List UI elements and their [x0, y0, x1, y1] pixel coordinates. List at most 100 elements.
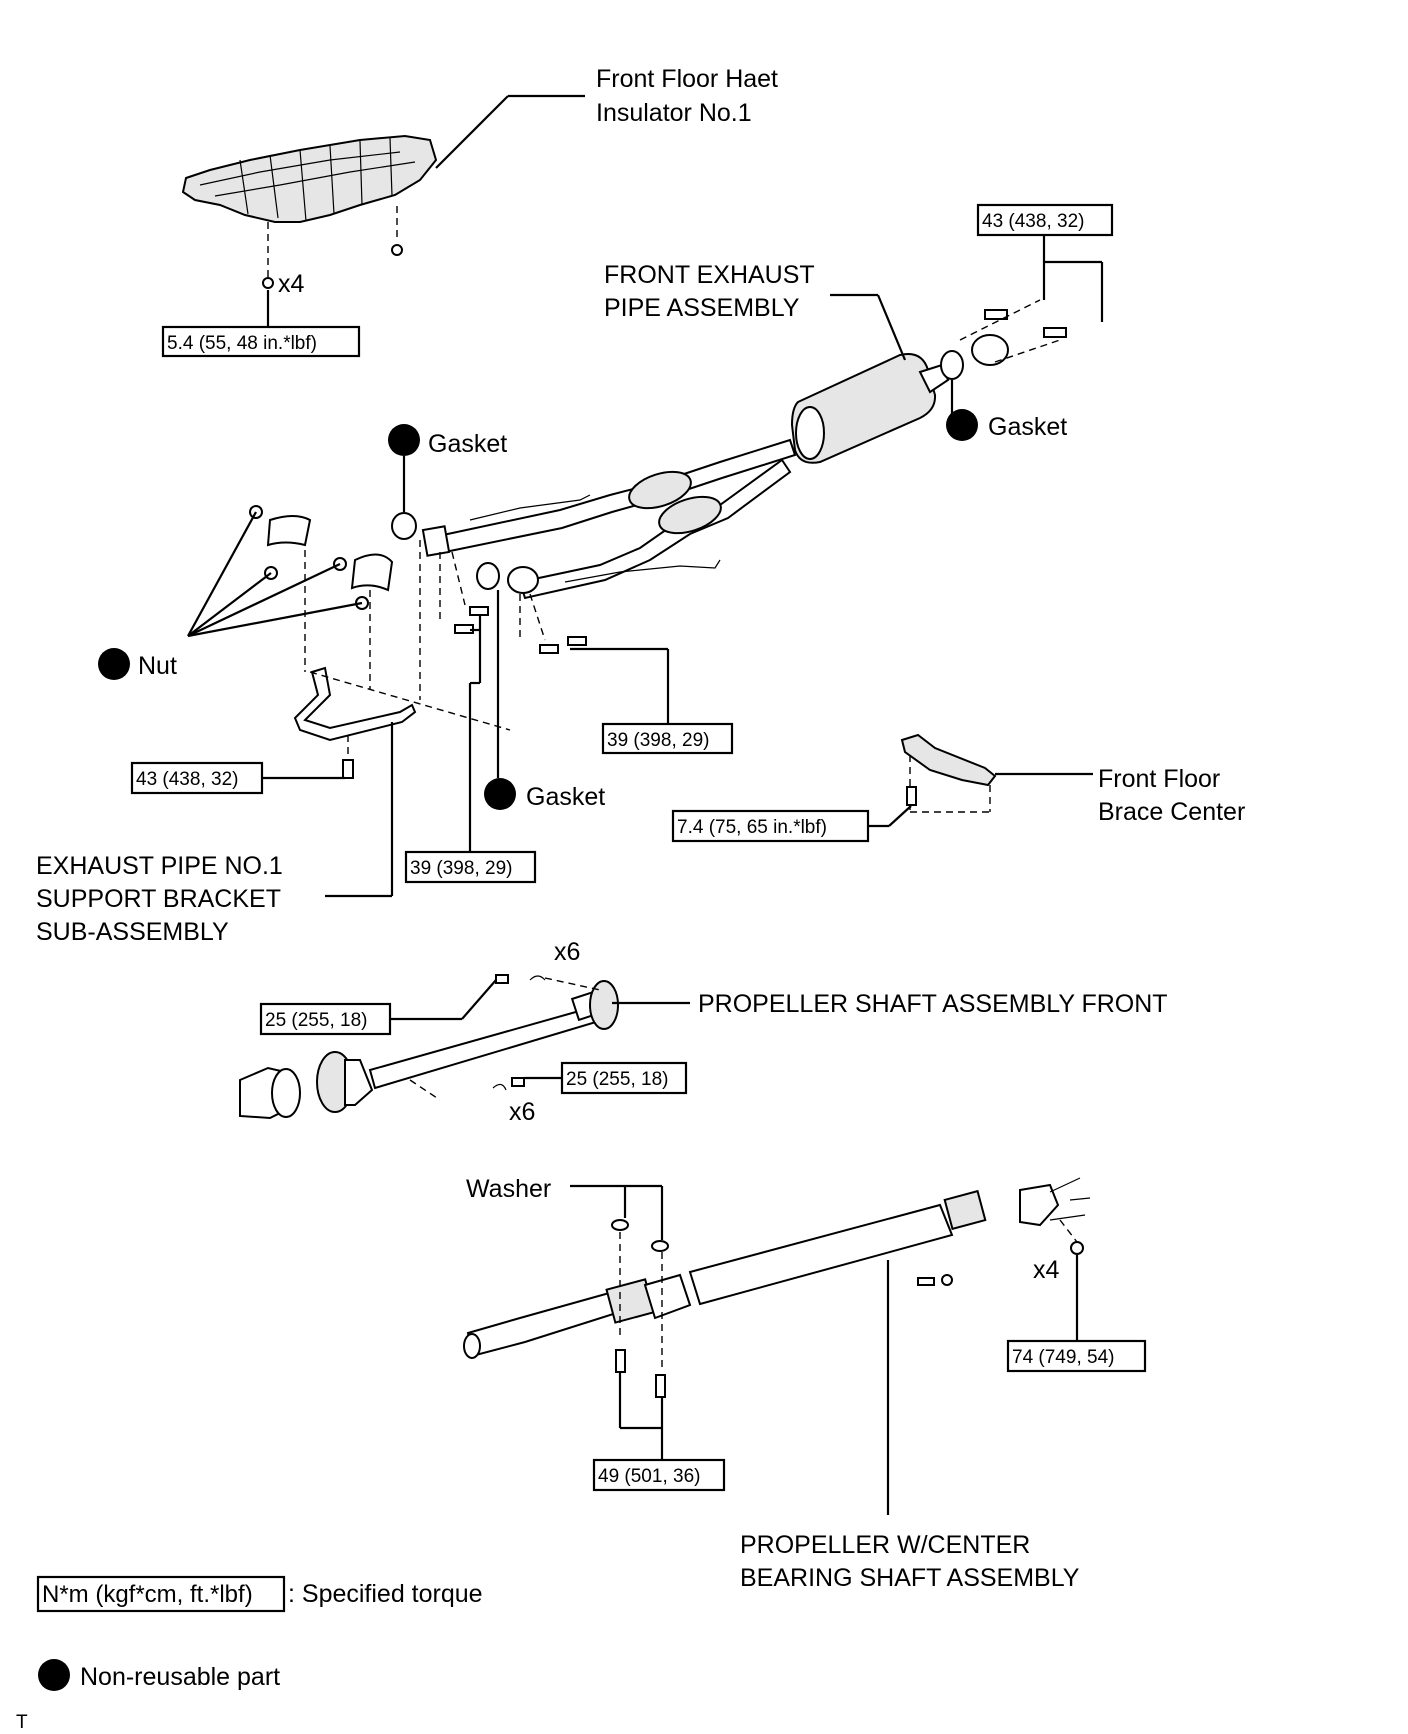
leader-insulator [435, 95, 509, 169]
nonreusable-dot-rear-gasket-icon [946, 409, 978, 441]
legend-nonreusable-dot-icon [38, 1659, 70, 1691]
prop-bolt-lower-icon [511, 1077, 525, 1087]
rear-bolt-icon [917, 1277, 935, 1286]
support-bracket-icon [293, 666, 417, 742]
insulator-label-line2: Insulator No.1 [596, 99, 752, 127]
dash-flange-4 [529, 593, 546, 641]
legend-nonreusable-text: Non-reusable part [80, 1663, 280, 1691]
prop-bolt-upper-icon [495, 974, 509, 984]
torque-box-pipe-left [404, 850, 537, 884]
shield-upper-icon [266, 515, 312, 547]
bracket-bolt-icon [342, 759, 354, 779]
prop-center-label-line2: BEARING SHAFT ASSEMBLY [740, 1564, 1080, 1592]
dash-flange-2 [451, 551, 466, 606]
torque-box-prop-front-lower [560, 1061, 688, 1095]
center-bolt-2-icon [655, 1374, 666, 1398]
brace-label-line1: Front Floor [1098, 765, 1220, 793]
rear-x4-label: x4 [1033, 1256, 1060, 1284]
dash-rear-flange [959, 299, 1041, 341]
torque-box-insulator [161, 325, 361, 358]
torque-box-prop-front-upper [259, 1002, 392, 1036]
spring-bolt-1-icon [984, 309, 1008, 320]
prop-front-x6-lower: x6 [509, 1098, 535, 1126]
bolt-a-icon [469, 606, 489, 616]
leader-nut-1 [187, 511, 257, 637]
brace-bolt-icon [906, 786, 917, 806]
muffler-end [795, 406, 825, 460]
torque-prop-front-lower: 25 (255, 18) [566, 1069, 668, 1090]
torque-insulator: 5.4 (55, 48 in.*lbf) [167, 333, 317, 354]
clip-upper-icon [529, 975, 546, 981]
prop-center-label-line1: PROPELLER W/CENTER [740, 1531, 1030, 1559]
torque-brace: 7.4 (75, 65 in.*lbf) [677, 817, 827, 838]
nut-label: Nut [138, 652, 177, 680]
gasket-label-rear: Gasket [988, 413, 1067, 441]
dash-prop-lower [409, 1079, 441, 1101]
washer-1-icon [611, 1219, 629, 1231]
center-bolt-1-icon [615, 1349, 626, 1373]
clip-lower-icon [492, 1083, 507, 1091]
spring-bolt-2-icon [1043, 327, 1067, 338]
gasket-label-lower: Gasket [526, 783, 605, 811]
rear-flange-icon [971, 334, 1009, 366]
insulator-label-line1: Front Floor Haet [596, 65, 778, 93]
support-bracket-label-line1: EXHAUST PIPE NO.1 [36, 852, 283, 880]
torque-rear-flange: 74 (749, 54) [1012, 1347, 1114, 1368]
support-bracket-label-line3: SUB-ASSEMBLY [36, 918, 229, 946]
dash-prop-upper [544, 977, 601, 991]
rear-flange-nut-icon [1070, 1241, 1084, 1255]
propeller-shaft-front [239, 980, 619, 1120]
leader-brace-torque [888, 805, 912, 827]
dash-rear-nut [1059, 1219, 1078, 1243]
exhaust-pipe-label-line1: FRONT EXHAUST [604, 261, 815, 289]
legend-torque-box-text: N*m (kgf*cm, ft.*lbf) [42, 1581, 253, 1608]
torque-box-pipe-right [601, 722, 734, 755]
rear-nut-icon [941, 1274, 953, 1286]
propeller-center-bearing-shaft [463, 1177, 1091, 1359]
torque-box-center-bearing [592, 1458, 726, 1492]
torque-prop-front-upper: 25 (255, 18) [265, 1010, 367, 1031]
torque-box-flange-top [976, 203, 1114, 237]
washer-2-icon [651, 1240, 669, 1252]
front-floor-heat-insulator [181, 134, 438, 223]
bolt-d-icon [539, 644, 559, 654]
insulator-nut2-icon [391, 244, 403, 256]
insulator-x4-label: x4 [278, 270, 305, 298]
torque-pipe-left: 39 (398, 29) [410, 858, 512, 879]
gasket-label-upper: Gasket [428, 430, 507, 458]
leader-nut-2 [187, 572, 272, 637]
support-bracket-label-line2: SUPPORT BRACKET [36, 885, 281, 913]
exhaust-pipe-label-line2: PIPE ASSEMBLY [604, 294, 800, 322]
torque-flange-top: 43 (438, 32) [982, 211, 1084, 232]
front-floor-brace-icon [900, 733, 997, 787]
leader-prop-torque-upper [461, 979, 497, 1020]
shield-lower-icon [350, 553, 394, 592]
gasket-middle-icon [476, 562, 500, 590]
torque-bracket: 43 (438, 32) [136, 769, 238, 790]
bolt-c-icon [567, 636, 587, 646]
washer-label: Washer [466, 1175, 551, 1203]
front-exhaust-pipe-assembly [421, 353, 950, 600]
nonreusable-dot-gasket-upper-icon [388, 424, 420, 456]
prop-front-label: PROPELLER SHAFT ASSEMBLY FRONT [698, 990, 1168, 1018]
gasket-upper-icon [391, 512, 417, 540]
leader-exhaust-pipe [876, 294, 907, 361]
legend-torque-box [36, 1575, 286, 1613]
torque-box-bracket [130, 761, 264, 795]
insulator-nut-icon [262, 277, 274, 289]
prop-front-x6-upper: x6 [554, 938, 580, 966]
brace-label-line2: Brace Center [1098, 798, 1245, 826]
footer-mark: T [16, 1712, 28, 1733]
torque-box-brace [671, 809, 870, 843]
torque-pipe-right: 39 (398, 29) [607, 730, 709, 751]
leader-nut-3 [187, 563, 341, 637]
dash-bracket-3 [309, 671, 511, 731]
torque-center-bearing: 49 (501, 36) [598, 1466, 700, 1487]
torque-box-rear-flange [1006, 1339, 1147, 1373]
leader-nut-4 [187, 601, 363, 638]
nonreusable-dot-nut-icon [98, 648, 130, 680]
nonreusable-dot-gasket-lower-icon [484, 778, 516, 810]
rear-gasket-icon [940, 350, 964, 380]
